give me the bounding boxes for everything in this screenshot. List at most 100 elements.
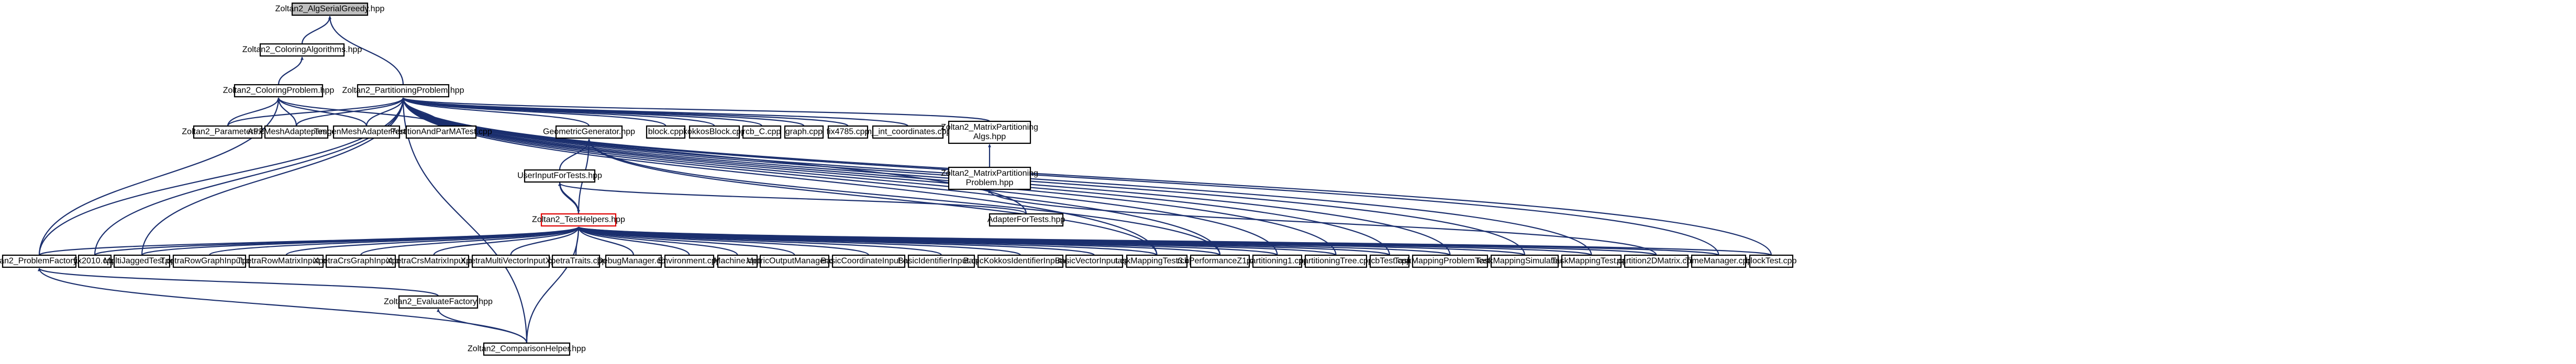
- node-label: kokkosBlock.cpp: [683, 128, 746, 136]
- node-label: TaskMappingSimulate.cpp: [1476, 257, 1574, 266]
- edge-problemfactory-to-testhelpers: [38, 226, 580, 256]
- node-rcbtest[interactable]: rcbTest.cpp: [1368, 254, 1411, 268]
- node-graphcpp[interactable]: graph.cpp: [784, 125, 824, 139]
- node-label: XpetraCrsMatrixInput.cpp: [386, 257, 482, 266]
- node-taskmapping3[interactable]: taskMappingTest3.cpp: [1115, 254, 1198, 268]
- node-label: TpetraRowMatrixInput.cpp: [237, 257, 336, 266]
- node-label: MetricOutputManager.cpp: [746, 257, 842, 266]
- node-box: [398, 295, 479, 309]
- node-testhelpers[interactable]: Zoltan2_TestHelpers.hpp: [532, 213, 625, 227]
- node-basiccoord[interactable]: BasicCoordinateInput.cpp: [820, 254, 917, 268]
- node-label: Zoltan2_ComparisonHelper.hpp: [468, 345, 586, 354]
- node-timemanager[interactable]: TimeManager.cpp: [1685, 254, 1752, 268]
- node-environment[interactable]: Environment.cpp: [658, 254, 721, 268]
- node-evaluatefactory[interactable]: Zoltan2_EvaluateFactory.hpp: [384, 295, 493, 309]
- edge-problemfactory-to-coloringproblem: [38, 97, 280, 256]
- node-debugmanager[interactable]: DebugManager.cpp: [597, 254, 670, 268]
- node-label: MultiJaggedTest.cpp: [104, 257, 180, 266]
- edge-graphcpp-to-partitioningproblem: [402, 97, 805, 127]
- node-label: partitioningTree.cpp: [1299, 257, 1373, 266]
- node-taskmappingtest[interactable]: TaskMappingTest.cpp: [1551, 254, 1632, 268]
- node-box: [1412, 254, 1489, 268]
- node-fix4785[interactable]: fix4785.cpp: [827, 125, 870, 139]
- node-coloringproblem[interactable]: Zoltan2_ColoringProblem.hpp: [223, 84, 335, 98]
- node-box: [1304, 254, 1368, 268]
- node-blocktest[interactable]: blockTest.cpp: [1746, 254, 1797, 268]
- node-partitioningtree[interactable]: partitioningTree.cpp: [1299, 254, 1373, 268]
- node-userinput[interactable]: UserInputForTests.hpp: [517, 169, 602, 183]
- node-label: Algs.hpp: [973, 132, 1006, 141]
- node-pamgen[interactable]: pamgenMeshAdapterTest.cpp: [311, 125, 423, 139]
- node-tpetrarowgraph[interactable]: TpetraRowGraphInput.cpp: [160, 254, 259, 268]
- node-box: [1126, 254, 1188, 268]
- node-multijagged[interactable]: MultiJaggedTest.cpp: [104, 254, 180, 268]
- node-box: [717, 254, 758, 268]
- node-comparisonhelper[interactable]: Zoltan2_ComparisonHelper.hpp: [468, 342, 586, 356]
- node-box: [555, 125, 623, 139]
- node-kokkosblock[interactable]: kokkosBlock.cpp: [683, 125, 746, 139]
- node-box: [551, 254, 601, 268]
- node-box: [977, 254, 1064, 268]
- node-basicident[interactable]: BasicIdentifierInput.cpp: [898, 254, 985, 268]
- node-adapterfortests[interactable]: AdapterForTests.hpp: [987, 213, 1065, 227]
- edge-apfmesh-to-coloringproblem: [277, 97, 297, 127]
- node-coloringalg[interactable]: Zoltan2_ColoringAlgorithms.hpp: [242, 43, 362, 57]
- edge-parameters-to-coloringproblem: [227, 97, 280, 127]
- node-taskmappingsim[interactable]: TaskMappingSimulate.cpp: [1476, 254, 1574, 268]
- node-label: PartitionAndParMATest.cpp: [390, 128, 492, 136]
- node-parameters[interactable]: Zoltan2_Parameters.cpp: [182, 125, 274, 139]
- node-problemfactory[interactable]: Zoltan2_ProblemFactory.hpp: [0, 254, 93, 268]
- node-label: DebugManager.cpp: [597, 257, 670, 266]
- node-label: Zoltan2_MatrixPartitioning: [941, 123, 1038, 132]
- node-partandpar[interactable]: PartitionAndParMATest.cpp: [390, 125, 492, 139]
- node-label: blockTest.cpp: [1746, 257, 1797, 266]
- node-basicvector[interactable]: BasicVectorInput.cpp: [1055, 254, 1134, 268]
- node-block[interactable]: block.cpp: [646, 125, 686, 139]
- node-partitioningproblem[interactable]: Zoltan2_PartitioningProblem.hpp: [342, 84, 464, 98]
- node-rcbc[interactable]: rcb_C.cpp: [742, 125, 782, 139]
- node-box: [113, 254, 171, 268]
- node-label: TaskMappingTest.cpp: [1551, 257, 1632, 266]
- node-basickokkos[interactable]: BasicKokkosIdentifierInput.cpp: [963, 254, 1078, 268]
- node-machine[interactable]: Machine.cpp: [714, 254, 761, 268]
- node-label: TpetraRowGraphInput.cpp: [160, 257, 259, 266]
- node-box: [948, 166, 1031, 190]
- node-fix2010[interactable]: fix2010.cpp: [73, 254, 116, 268]
- node-xpetratraits[interactable]: XpetraTraits.cpp: [546, 254, 607, 268]
- node-box: [907, 254, 975, 268]
- node-xpetracrsgraph[interactable]: XpetraCrsGraphInput.cpp: [313, 254, 408, 268]
- node-apfmesh[interactable]: APFMeshAdapterTest.cpp: [248, 125, 345, 139]
- node-xpetracrsmatrix[interactable]: XpetraCrsMatrixInput.cpp: [386, 254, 482, 268]
- node-label: taskMappingTest3.cpp: [1115, 257, 1198, 266]
- node-box: [357, 84, 450, 98]
- node-box: [742, 125, 782, 139]
- node-box: [1369, 254, 1410, 268]
- node-box: [689, 125, 740, 139]
- node-mjintcoord[interactable]: mj_int_coordinates.cpp: [865, 125, 951, 139]
- node-box: [234, 84, 324, 98]
- node-box: [646, 125, 686, 139]
- node-label: block.cpp: [648, 128, 684, 136]
- edge-partition2dmatrix-to-matrixproblem: [988, 190, 1657, 256]
- node-tpetrarowmatrix[interactable]: TpetraRowMatrixInput.cpp: [237, 254, 336, 268]
- node-partitioning1[interactable]: partitioning1.cpp: [1247, 254, 1308, 268]
- node-partition2dmatrix[interactable]: partition2DMatrix.cpp: [1617, 254, 1696, 268]
- node-label: AdapterForTests.hpp: [987, 215, 1065, 224]
- node-label: rcbTest.cpp: [1368, 257, 1411, 266]
- edge-machine-to-testhelpers: [577, 226, 738, 256]
- node-root[interactable]: Zoltan2_AlgSerialGreedy.hpp: [275, 2, 385, 16]
- node-box: [784, 125, 824, 139]
- node-label: TimeManager.cpp: [1685, 257, 1752, 266]
- node-metricoutput[interactable]: MetricOutputManager.cpp: [746, 254, 843, 268]
- node-taskmappingproblem[interactable]: TaskMappingProblemTest.cpp: [1394, 254, 1506, 268]
- node-label: Machine.cpp: [714, 257, 761, 266]
- node-box: [605, 254, 662, 268]
- node-box: [524, 169, 596, 183]
- node-box: [398, 254, 470, 268]
- node-xpetramultivector[interactable]: XpetraMultiVectorInput.cpp: [460, 254, 561, 268]
- edge-userinput-to-testhelpers: [559, 181, 580, 213]
- node-rcbperf[interactable]: rcbPerformanceZ1.cpp: [1178, 254, 1263, 268]
- node-geomgen[interactable]: GeometricGenerator.hpp: [543, 125, 635, 139]
